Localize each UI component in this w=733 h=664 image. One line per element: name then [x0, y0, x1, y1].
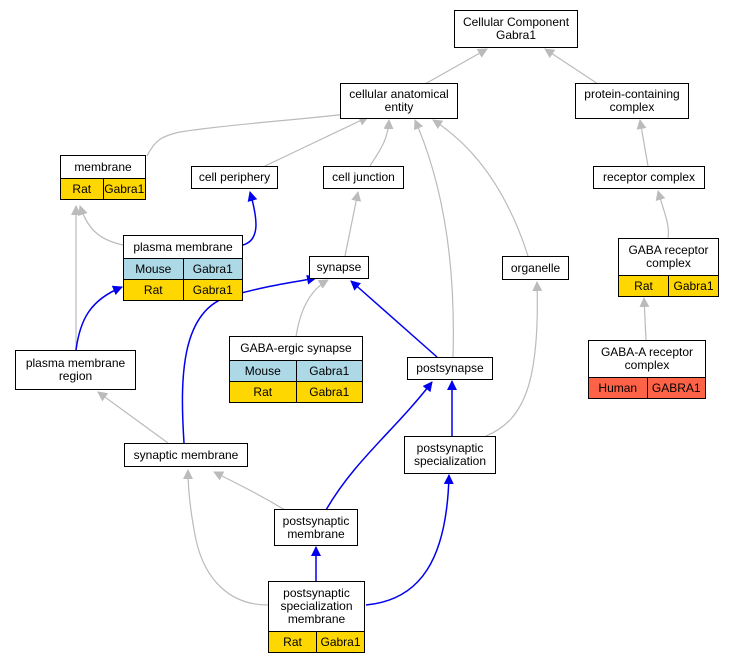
annotation-species: Rat [72, 182, 92, 196]
annotation-row: Rat Gabra1 [124, 279, 242, 300]
edge-pm-periphery [242, 191, 258, 246]
annotation-gene: Gabra1 [182, 259, 243, 279]
node-organelle[interactable]: organelle [502, 256, 569, 280]
annotation-gene: Gabra1 [295, 382, 363, 402]
node-label: membrane [74, 159, 132, 174]
node-postsynaptic-membrane[interactable]: postsynaptic membrane [274, 509, 358, 546]
node-label: synaptic membrane [133, 447, 239, 462]
node-label: receptor complex [602, 170, 696, 184]
node-plasma-membrane-region[interactable]: plasma membrane region [15, 350, 136, 390]
node-receptor-complex[interactable]: receptor complex [593, 166, 705, 189]
annotation-species: Rat [634, 279, 653, 293]
annotation-row: Mouse Gabra1 [230, 360, 362, 381]
edge-gabasyn-synapse [295, 279, 329, 338]
annotation-species: Mouse [244, 364, 281, 378]
node-postsynaptic-specialization[interactable]: postsynaptic specialization [404, 436, 496, 474]
edge-gabaa-gabarc [639, 297, 650, 341]
node-label: synapse [316, 260, 362, 274]
edge-pssm-synmem [183, 469, 269, 606]
edge-synapse-junction [344, 191, 362, 257]
annotation-row: Rat Gabra1 [619, 275, 718, 296]
node-label: plasma membrane region [25, 356, 126, 383]
edge-junction-cae [369, 119, 394, 167]
edge-pssm-pss [365, 474, 454, 606]
node-label: postsynapse [416, 361, 484, 375]
edge-synmem-pmr [97, 391, 169, 444]
edge-receptor-pcc [636, 119, 649, 167]
node-gaba-ergic-synapse[interactable]: GABA-ergic synapse Mouse Gabra1 Rat Gabr… [229, 336, 363, 403]
node-label: postsynaptic membrane [282, 513, 350, 541]
edge-cae-root [424, 48, 488, 85]
edge-postsyn-synapse [350, 280, 438, 358]
edge-pm-membrane [78, 205, 124, 246]
node-label: postsynaptic specialization [413, 441, 487, 468]
node-synapse[interactable]: synapse [309, 256, 369, 279]
annotation-species: Rat [253, 385, 273, 399]
node-label: cell periphery [198, 170, 271, 184]
annotation-gene: Gabra1 [102, 179, 146, 199]
edge-psm-synmem [213, 471, 286, 511]
annotation-row: Rat Gabra1 [61, 178, 145, 199]
node-cell-periphery[interactable]: cell periphery [191, 166, 278, 189]
edge-periphery-cae [264, 116, 369, 167]
annotation-gene: Gabra1 [295, 361, 363, 381]
annotation-species: Rat [283, 635, 302, 649]
annotation-row: Rat Gabra1 [269, 631, 364, 652]
edge-gabarc-receptor [655, 190, 670, 240]
edge-pcc-root [544, 48, 599, 85]
edge-organelle-cae [432, 119, 529, 257]
annotation-species: Mouse [135, 262, 172, 276]
edge-pss-organelle [485, 281, 543, 437]
annotation-species: Rat [143, 283, 163, 297]
edge-membrane-cae [146, 109, 356, 157]
node-cell-junction[interactable]: cell junction [323, 166, 404, 189]
annotation-gene: Gabra1 [668, 276, 718, 296]
node-gaba-a-receptor-complex[interactable]: GABA-A receptor complex Human GABRA1 [588, 340, 706, 399]
edge-psm-postsyn [325, 381, 433, 511]
node-membrane[interactable]: membrane Rat Gabra1 [60, 155, 146, 200]
annotation-gene: GABRA1 [646, 378, 706, 398]
node-label: protein-containing complex [584, 87, 680, 114]
node-protein-containing-complex[interactable]: protein-containing complex [575, 83, 689, 119]
annotation-row: Rat Gabra1 [230, 381, 362, 402]
node-label: postsynaptic specialization membrane [280, 586, 353, 626]
node-synaptic-membrane[interactable]: synaptic membrane [124, 443, 248, 467]
node-label: cell junction [332, 170, 395, 184]
edge-pmr-pm [75, 285, 123, 351]
node-label: cellular anatomical entity [349, 87, 449, 114]
annotation-gene: Gabra1 [316, 632, 364, 652]
edge-postsyn-cae [414, 119, 454, 358]
node-postsynaptic-specialization-membrane[interactable]: postsynaptic specialization membrane Rat… [268, 581, 365, 653]
node-label: GABA receptor complex [628, 243, 709, 270]
node-label: GABA-A receptor complex [600, 345, 694, 372]
annotation-row: Human GABRA1 [589, 377, 705, 398]
annotation-row: Mouse Gabra1 [124, 258, 242, 279]
node-plasma-membrane[interactable]: plasma membrane Mouse Gabra1 Rat Gabra1 [123, 235, 243, 301]
annotation-species: Human [598, 381, 638, 395]
node-cellular-anatomical-entity[interactable]: cellular anatomical entity [340, 83, 458, 119]
node-cellular-component[interactable]: Cellular Component Gabra1 [454, 10, 578, 48]
node-label: organelle [510, 260, 561, 275]
node-label: plasma membrane [133, 239, 233, 254]
node-postsynapse[interactable]: postsynapse [407, 357, 493, 380]
node-label: GABA-ergic synapse [240, 341, 352, 355]
annotation-gene: Gabra1 [182, 280, 243, 300]
node-gaba-receptor-complex[interactable]: GABA receptor complex Rat Gabra1 [618, 238, 719, 297]
node-label: Cellular Component Gabra1 [462, 15, 570, 42]
